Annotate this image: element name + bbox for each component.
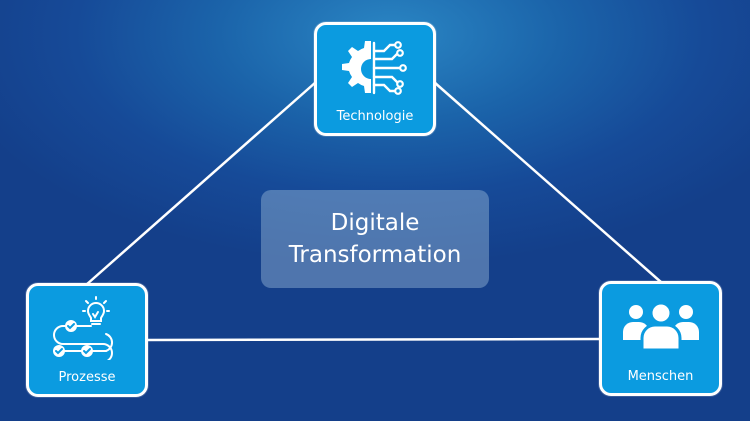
center-title-line1: Digitale — [330, 210, 420, 236]
node-processes-label: Prozesse — [58, 370, 116, 385]
connector-processes-people — [145, 337, 602, 342]
gear-circuit-icon — [317, 37, 433, 99]
center-title-line2: Transformation — [288, 242, 462, 268]
node-processes: Prozesse — [26, 283, 148, 397]
process-checklist-lightbulb-icon — [29, 296, 145, 360]
node-technology: Technologie — [314, 22, 436, 136]
node-people: Menschen — [599, 281, 722, 396]
node-people-label: Menschen — [627, 369, 694, 384]
connector-technology-people — [433, 81, 663, 284]
node-technology-label: Technologie — [336, 109, 414, 124]
people-group-icon — [602, 300, 719, 350]
connector-technology-processes — [85, 81, 317, 286]
center-box-digital-transformation: Digitale Transformation — [261, 190, 489, 288]
